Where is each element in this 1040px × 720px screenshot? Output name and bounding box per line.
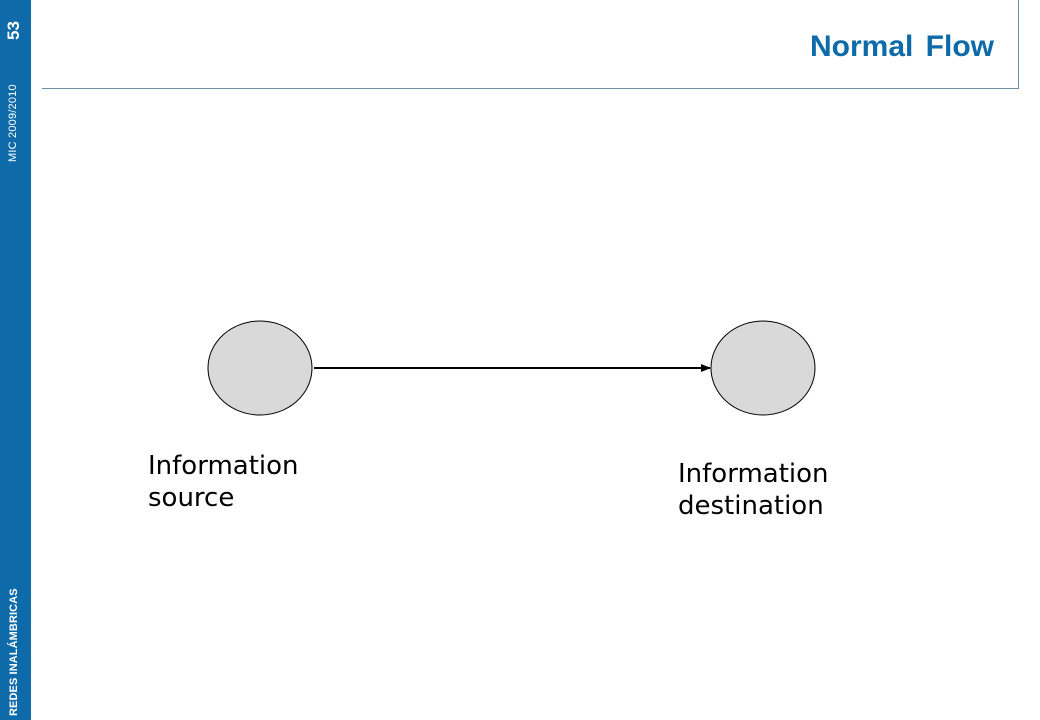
source-label: Information source — [148, 450, 368, 514]
header-rule — [42, 88, 1019, 89]
destination-label-line2: destination — [678, 491, 824, 521]
side-bar — [0, 0, 31, 720]
slide-title: Normal Flow — [809, 30, 994, 63]
source-node — [207, 320, 313, 416]
header-vertical-rule — [1018, 0, 1019, 89]
destination-label-line1: Information — [678, 459, 829, 489]
source-label-line1: Information — [148, 451, 299, 481]
source-label-line2: source — [148, 483, 235, 513]
destination-label: Information destination — [678, 458, 898, 522]
destination-node — [710, 320, 816, 416]
